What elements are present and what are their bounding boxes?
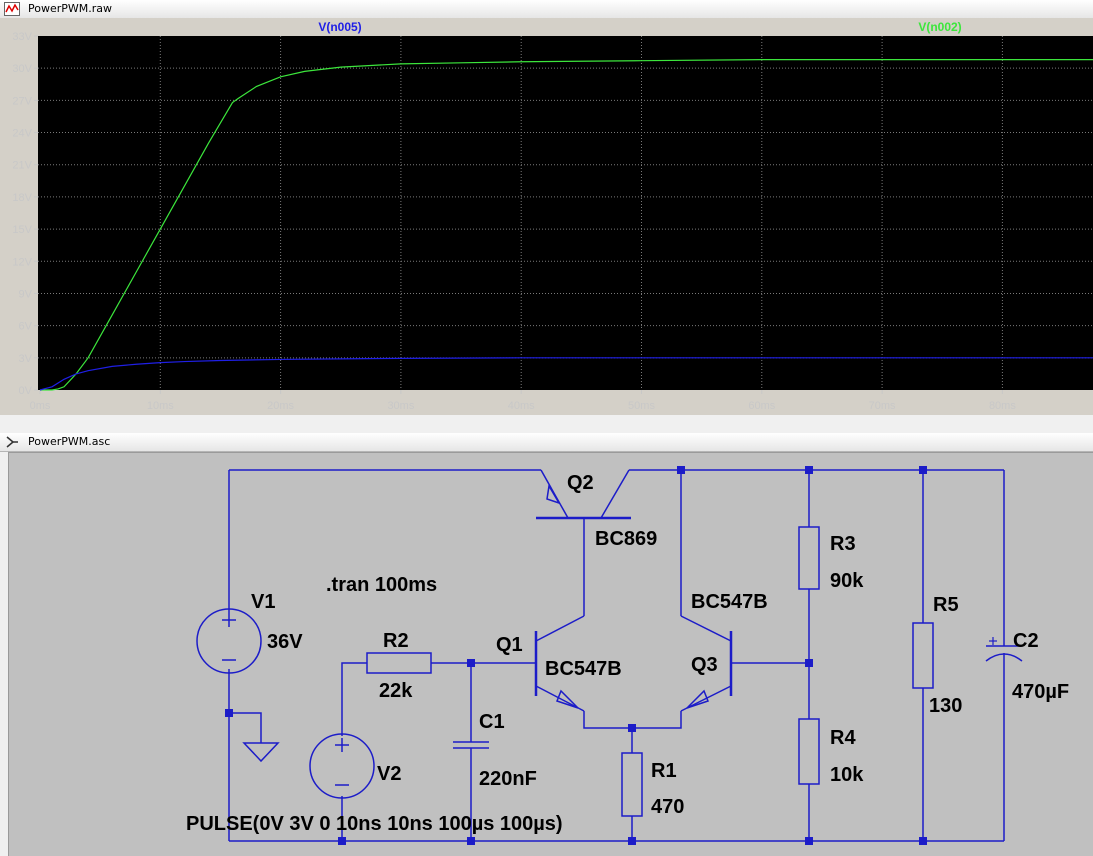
schematic-canvas[interactable]: .tran 100ms V1 36V R2 22k Q1 BC547B Q2 B…: [8, 452, 1093, 856]
schematic-icon: [6, 436, 18, 448]
junction-dot: [467, 837, 475, 845]
junction-dot: [225, 709, 233, 717]
q3-name: Q3: [691, 654, 718, 676]
r4-value: 10k: [830, 764, 864, 786]
collector-lead: [535, 615, 585, 642]
y-tick-label: 0V: [19, 385, 33, 397]
capacitor-c2[interactable]: [985, 637, 1023, 662]
y-tick-label: 6V: [19, 321, 33, 333]
y-tick-label: 9V: [19, 288, 33, 300]
c2-name: C2: [1013, 630, 1039, 652]
y-tick-label: 24V: [12, 128, 32, 140]
y-tick-label: 3V: [19, 353, 33, 365]
junction-dot: [628, 837, 636, 845]
resistor-r1[interactable]: [621, 752, 643, 817]
c1-name: C1: [479, 711, 505, 733]
r1-value: 470: [651, 796, 684, 818]
transistor-q2[interactable]: [536, 469, 631, 520]
collector-lead: [680, 615, 732, 642]
x-tick-label: 80ms: [989, 400, 1016, 412]
q2-value: BC869: [595, 528, 657, 550]
window-separator: [0, 415, 1093, 433]
x-tick-label: 10ms: [147, 400, 174, 412]
schematic-drawing[interactable]: .tran 100ms V1 36V R2 22k Q1 BC547B Q2 B…: [9, 453, 1093, 856]
r3-name: R3: [830, 533, 856, 555]
x-tick-label: 40ms: [508, 400, 535, 412]
r2-name: R2: [383, 630, 409, 652]
voltage-source-circle: [196, 608, 262, 674]
y-tick-label: 15V: [12, 224, 32, 236]
r5-name: R5: [933, 594, 959, 616]
y-tick-label: 12V: [12, 256, 32, 268]
resistor-r5[interactable]: [912, 622, 934, 689]
x-tick-label: 0ms: [30, 400, 51, 412]
junction-dot: [919, 466, 927, 474]
waveform-plot[interactable]: 0ms 10ms 20ms 30ms 40ms 50ms 60ms 70ms 80ms 0V 3V 6…: [0, 18, 1093, 415]
x-tick-label: 50ms: [628, 400, 655, 412]
y-tick-label: 33V: [12, 31, 32, 43]
transistor-q1[interactable]: [534, 615, 585, 712]
junction-dot: [919, 837, 927, 845]
q1-value: BC547B: [545, 658, 622, 680]
y-tick-label: 27V: [12, 95, 32, 107]
plot-window-titlebar[interactable]: PowerPWM.raw: [0, 0, 1093, 19]
x-tick-label: 70ms: [869, 400, 896, 412]
ground-symbol[interactable]: [242, 742, 280, 763]
r4-name: R4: [830, 727, 856, 749]
plot-window-title: PowerPWM.raw: [28, 2, 113, 15]
resistor-r2[interactable]: [366, 652, 432, 674]
emitter-arrow: [546, 483, 561, 505]
waveform-viewer[interactable]: 0ms 10ms 20ms 30ms 40ms 50ms 60ms 70ms 80ms 0V 3V 6…: [0, 18, 1093, 415]
r1-name: R1: [651, 760, 677, 782]
r3-value: 90k: [830, 570, 864, 592]
plot-background: [38, 36, 1093, 390]
junction-dot: [467, 659, 475, 667]
v2-name: V2: [377, 763, 401, 785]
r5-value: 130: [929, 695, 962, 717]
v1-name: V1: [251, 591, 275, 613]
wires: [228, 469, 1005, 842]
c2-value: 470µF: [1012, 681, 1069, 703]
emitter-arrow: [556, 689, 579, 709]
c1-value: 220nF: [479, 768, 537, 790]
q3-value: BC547B: [691, 591, 768, 613]
junction-dot: [628, 724, 636, 732]
y-tick-label: 30V: [12, 63, 32, 75]
junction-dot: [805, 466, 813, 474]
series-line-vn005: [39, 357, 1093, 391]
junction-dot: [677, 466, 685, 474]
trace-label-vn005[interactable]: V(n005): [318, 20, 361, 34]
x-tick-label: 60ms: [748, 400, 775, 412]
voltage-source-circle: [309, 733, 375, 799]
wire: [229, 712, 262, 743]
trace-label-vn002[interactable]: V(n002): [918, 20, 961, 34]
junction-dot: [338, 837, 346, 845]
collector-lead: [600, 469, 630, 519]
voltage-source-v1[interactable]: [196, 608, 262, 674]
y-tick-label: 21V: [12, 160, 32, 172]
x-tick-label: 30ms: [387, 400, 414, 412]
q2-name: Q2: [567, 472, 594, 494]
schematic-window-titlebar[interactable]: PowerPWM.asc: [0, 433, 1093, 452]
v1-value: 36V: [267, 631, 303, 653]
ground-triangle: [242, 742, 280, 763]
waveform-icon: [4, 2, 20, 16]
schematic-window-title: PowerPWM.asc: [28, 435, 111, 448]
v2-value: PULSE(0V 3V 0 10ns 10ns 100µs 100µs): [186, 813, 563, 835]
q1-name: Q1: [496, 634, 523, 656]
voltage-source-v2[interactable]: [309, 733, 375, 799]
junction-dot: [805, 659, 813, 667]
y-tick-label: 18V: [12, 192, 32, 204]
wire: [341, 662, 367, 736]
emitter-arrow: [686, 689, 709, 709]
capacitor-c1[interactable]: [453, 741, 489, 749]
resistor-r4[interactable]: [798, 718, 820, 785]
tran-directive[interactable]: .tran 100ms: [326, 574, 437, 596]
transistor-q3[interactable]: [680, 615, 733, 712]
x-tick-label: 20ms: [267, 400, 294, 412]
resistor-r3[interactable]: [798, 526, 820, 590]
r2-value: 22k: [379, 680, 413, 702]
junction-dot: [805, 837, 813, 845]
